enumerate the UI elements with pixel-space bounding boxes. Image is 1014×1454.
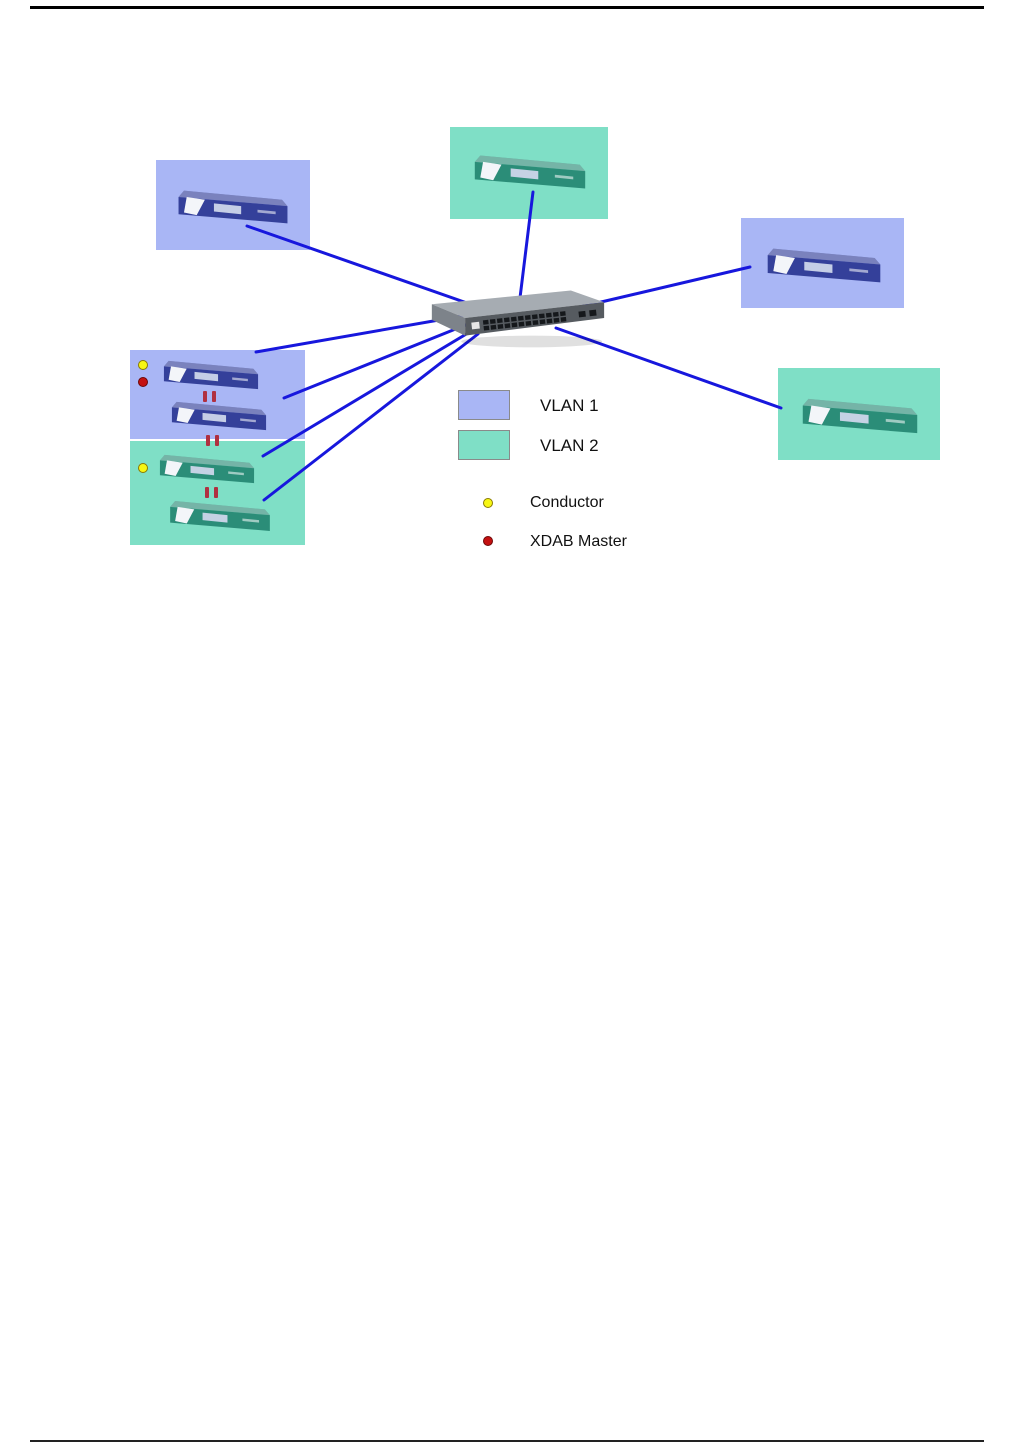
ethernet-switch — [424, 280, 610, 352]
vlan2-codec-box-right-lower — [778, 368, 940, 460]
xdab-master-dot — [138, 377, 148, 387]
vlan1-codec-box-right — [741, 218, 904, 308]
conductor-dot — [138, 360, 148, 370]
codec-device-icon — [763, 242, 885, 289]
codec-device-icon — [168, 396, 270, 436]
bottom-rule — [30, 1440, 984, 1442]
legend-vlan1-swatch — [458, 390, 510, 420]
legend-vlan2-swatch — [458, 430, 510, 460]
vlan1-codec-stack-box-left — [130, 350, 305, 439]
xdab-link-mark — [203, 391, 216, 402]
codec-device-icon — [166, 495, 274, 537]
codec-device-icon — [798, 392, 922, 440]
codec-device-icon — [470, 149, 590, 195]
legend-vlan2-label: VLAN 2 — [540, 436, 599, 455]
codec-device-icon — [160, 355, 262, 395]
legend-conductor-dot — [483, 498, 493, 508]
top-rule — [30, 6, 984, 9]
legend-vlan1-label: VLAN 1 — [540, 396, 599, 415]
conductor-dot — [138, 463, 148, 473]
vlan1-codec-box-top-left — [156, 160, 310, 250]
legend-xdab-dot — [483, 536, 493, 546]
vlan2-codec-box-top-center — [450, 127, 608, 219]
xdab-link-mark — [206, 435, 219, 446]
codec-device-icon — [156, 449, 258, 489]
legend-xdab-label: XDAB Master — [530, 533, 627, 550]
xdab-link-mark — [205, 487, 218, 498]
codec-device-icon — [174, 184, 292, 230]
legend-conductor-label: Conductor — [530, 494, 604, 511]
